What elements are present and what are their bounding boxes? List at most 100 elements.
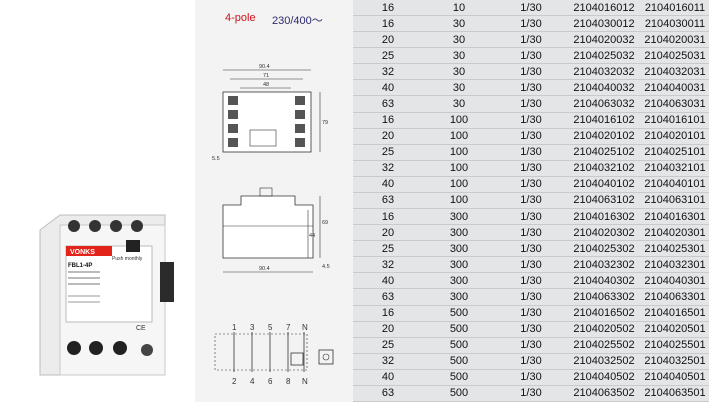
terminal-bottom-4: 4	[250, 377, 255, 386]
table-cell: 2104025302	[573, 242, 635, 255]
table-cell: 2104063032	[573, 98, 635, 110]
table-cell: 2104025032	[573, 49, 635, 62]
table-cell: 16	[381, 307, 395, 320]
table-cell: 32	[381, 162, 395, 175]
table-cell: 32	[381, 65, 395, 78]
table-cell: 2104032032	[573, 65, 635, 78]
table-cell: 1/30	[520, 210, 542, 223]
table-cell: 100	[449, 146, 469, 159]
table-cell: 1/30	[520, 49, 542, 62]
table-cell: 2104063031	[644, 98, 706, 110]
terminal-top-7: 7	[286, 323, 291, 332]
table-cell: 63	[381, 98, 395, 110]
table-cell: 40	[381, 81, 395, 94]
table-cell: 30	[452, 81, 466, 94]
table-cell: 32	[381, 258, 395, 271]
table-cell: 2104063501	[644, 387, 706, 400]
table-cell: 2104025102	[573, 146, 635, 159]
table-cell: 2104032502	[573, 355, 635, 368]
table-cell: 2104025301	[644, 242, 706, 255]
table-cell: 2104016502	[573, 307, 635, 320]
table-cell: 2104040101	[644, 178, 706, 191]
dim-width-inner: 48	[263, 82, 269, 88]
table-cell: 2104040031	[644, 81, 706, 94]
table-cell: 2104016301	[644, 210, 706, 223]
table-cell: 1/30	[520, 162, 542, 175]
table-cell: 2104063502	[573, 387, 635, 400]
table-cell: 2104032031	[644, 65, 706, 78]
table-cell: 1/30	[520, 194, 542, 207]
table-cell: 100	[449, 114, 469, 127]
terminal-bottom-8: 8	[286, 377, 291, 386]
dimension-drawings: 90.4 71 48 79 5.5 69 44	[212, 64, 334, 386]
table-cell: 1/30	[520, 258, 542, 271]
table-cell: 1/30	[520, 130, 542, 143]
table-cell: 300	[449, 258, 469, 271]
table-cell: 2104016012	[573, 1, 635, 14]
table-cell: 2104016302	[573, 210, 635, 223]
table-cell: 2104063301	[644, 290, 706, 303]
rcd-device-image: VONKS FBL1-4P Push monthly CE	[39, 214, 174, 376]
table-cell: 1/30	[520, 307, 542, 320]
dim-side-small: 4.5	[322, 264, 330, 270]
pole-label: 4-pole	[225, 12, 256, 24]
table-cell: 300	[449, 290, 469, 303]
table-cell: 2104025502	[573, 339, 635, 352]
dim-width-mid: 71	[263, 73, 269, 79]
table-cell: 300	[449, 226, 469, 239]
table-cell: 20	[381, 226, 395, 239]
table-cell: 16	[381, 1, 395, 14]
table-cell: 2104032302	[573, 258, 635, 271]
drawing-panel: 90.4 71 48 79 5.5 69 44	[195, 0, 353, 402]
table-cell: 500	[449, 323, 469, 336]
table-cell: 63	[381, 387, 395, 400]
table-cell: 2104016101	[644, 114, 706, 127]
table-cell: 1/30	[520, 98, 542, 110]
table-cell: 2104020032	[573, 33, 635, 46]
terminal-top-1: 1	[232, 323, 237, 332]
table-cell: 30	[452, 49, 466, 62]
table-row: 63 30 1/30 2104063032 2104063031	[353, 96, 709, 113]
table-cell: 2104032101	[644, 162, 706, 175]
table-cell: 1/30	[520, 1, 542, 14]
table-cell: 20	[381, 33, 395, 46]
table-cell: 2104025031	[644, 49, 706, 62]
table-cell: 25	[381, 242, 395, 255]
table-cell: 1/30	[520, 371, 542, 384]
table-cell: 2104016102	[573, 114, 635, 127]
table-cell: 1/30	[520, 65, 542, 78]
table-cell: 500	[449, 307, 469, 320]
table-cell: 2104040501	[644, 371, 706, 384]
voltage-label: 230/400～	[272, 15, 323, 27]
table-cell: 30	[452, 98, 466, 110]
table-cell: 1/30	[520, 387, 542, 400]
table-cell: 1/30	[520, 355, 542, 368]
svg-text:CE: CE	[136, 325, 146, 332]
table-cell: 300	[449, 274, 469, 287]
table-cell: 100	[449, 178, 469, 191]
table-cell: 2104020302	[573, 226, 635, 239]
table-cell: 16	[381, 114, 395, 127]
table-cell: 300	[449, 242, 469, 255]
table-cell: 2104063302	[573, 290, 635, 303]
